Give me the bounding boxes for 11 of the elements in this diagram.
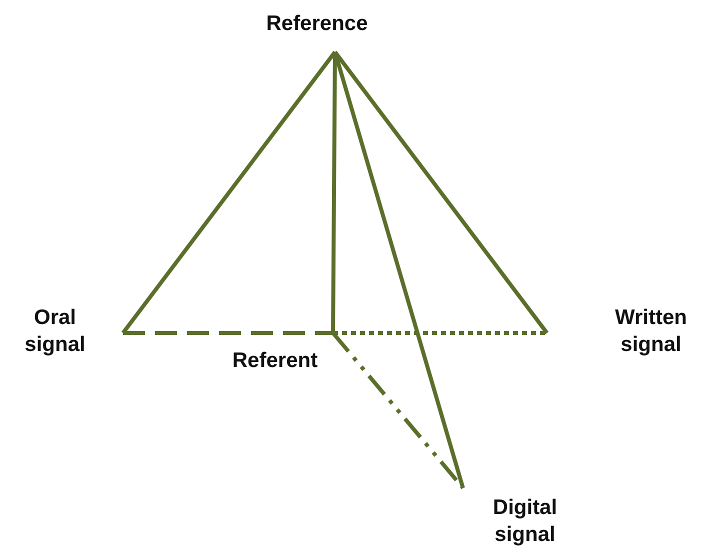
dashed-line (123, 331, 333, 335)
connector-line (333, 50, 549, 334)
vertex-label: Oral signal (24, 305, 86, 358)
connector-line (121, 50, 337, 334)
dashed-line (331, 332, 465, 490)
vertex-label: Referent (231, 348, 319, 374)
dashed-line (333, 331, 547, 335)
vertex-label: Written signal (614, 305, 688, 358)
vertex-label: Digital signal (492, 495, 558, 548)
vertex-label: Reference (265, 11, 369, 37)
connector-line (333, 51, 465, 489)
